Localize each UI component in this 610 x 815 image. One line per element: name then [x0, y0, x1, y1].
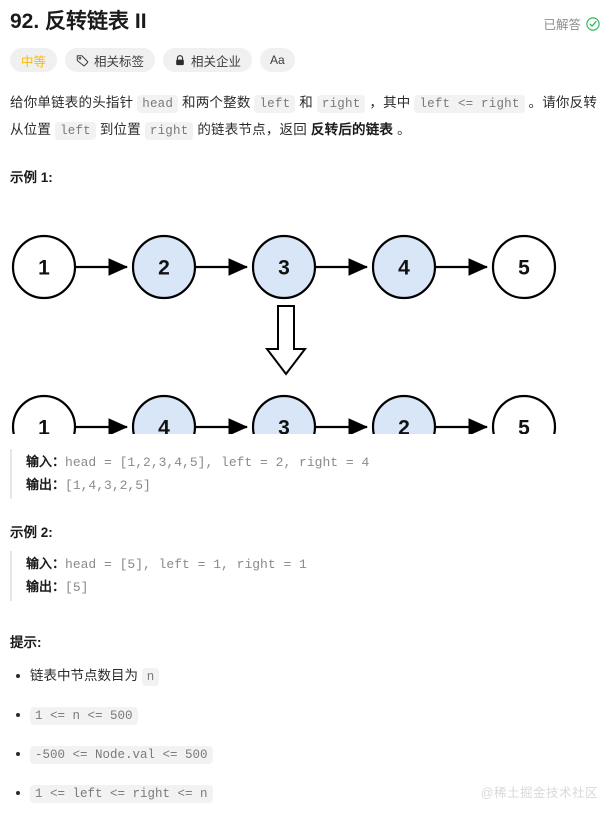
desc-emphasis: 反转后的链表	[310, 122, 394, 137]
hint-code: -500 <= Node.val <= 500	[30, 746, 213, 764]
desc-text-5: 。请你反转从位置	[10, 95, 598, 137]
hint-text: 链表中节点数目为	[30, 668, 142, 683]
example-1-input-value: head = [1,2,3,4,5], left = 2, right = 4	[65, 455, 370, 470]
list-node-value: 1	[38, 417, 50, 435]
solved-label: 已解答	[543, 18, 581, 32]
difficulty-chip-label: 中等	[21, 54, 47, 69]
list-node	[491, 234, 557, 300]
related-companies-chip-label: 相关企业	[191, 54, 242, 69]
hints-list: 链表中节点数目为 n 1 <= n <= 500 -500 <= Node.val …	[10, 665, 600, 805]
font-size-chip[interactable]: Aa	[260, 48, 295, 72]
example-1-output-label: 输出：	[26, 477, 66, 492]
inline-code-left-2: left	[55, 122, 96, 140]
down-arrow-icon	[264, 305, 308, 376]
example-1-output-value: [1,4,3,2,5]	[65, 478, 151, 493]
related-topics-chip[interactable]: 相关标签	[65, 48, 156, 72]
list-node	[131, 234, 197, 300]
example-2-block: 输入：head = [5], left = 1, right = 1 输出：[5…	[10, 551, 600, 601]
list-node-value: 3	[278, 417, 290, 435]
inline-code-constraint: left <= right	[414, 95, 525, 113]
desc-text-1: 给你单链表的头指针	[10, 95, 138, 110]
hint-code: n	[141, 668, 160, 686]
font-size-chip-label: Aa	[270, 53, 285, 67]
desc-text-2: 和两个整数	[178, 95, 255, 110]
list-node	[11, 234, 77, 300]
linked-list-after-row: 1 4 3 2 5	[11, 394, 557, 460]
desc-text-7: 的链表节点，返回	[193, 122, 311, 137]
desc-text-3: 和	[295, 95, 317, 110]
hint-item: -500 <= Node.val <= 500	[10, 743, 600, 766]
example-1-heading: 示例 1:	[10, 170, 53, 185]
hint-item: 1 <= n <= 500	[10, 704, 600, 727]
list-node-value: 1	[38, 257, 50, 280]
problem-description: 给你单链表的头指针 head 和两个整数 left 和 right ，其中 le…	[10, 90, 600, 144]
related-topics-chip-label: 相关标签	[94, 54, 145, 69]
hints-heading: 提示:	[10, 635, 42, 650]
list-node	[251, 234, 317, 300]
related-companies-chip[interactable]: 相关企业	[163, 48, 253, 72]
inline-code-left: left	[254, 95, 296, 113]
list-node-value: 2	[398, 417, 410, 435]
watermark: @稀土掘金技术社区	[480, 786, 598, 800]
example-1-input-label: 输入：	[26, 454, 66, 469]
list-node	[371, 234, 437, 300]
list-node-value: 5	[518, 417, 530, 435]
hint-item: 链表中节点数目为 n	[10, 665, 600, 688]
hint-item: 1 <= left <= right <= n	[10, 782, 600, 805]
inline-code-head: head	[137, 95, 179, 113]
linked-list-diagram: 1 2 3 4 5 1 4 3 2 5	[6, 194, 600, 460]
linked-list-svg: 1 2 3 4 5 1 4 3 2 5	[11, 234, 557, 460]
desc-text-4: ，其中	[365, 95, 415, 110]
example-2-output-value: [5]	[65, 580, 89, 595]
example-2-heading: 示例 2:	[10, 525, 53, 540]
page-title: 92. 反转链表 II	[10, 10, 147, 33]
list-node-value: 2	[158, 257, 170, 280]
chip-row: 中等 相关标签 相关企业 Aa	[10, 48, 600, 72]
list-node-value: 4	[398, 257, 410, 280]
linked-list-before-row: 1 2 3 4 5	[11, 234, 557, 300]
list-node-value: 5	[518, 257, 530, 280]
example-2-input-label: 输入：	[26, 556, 66, 571]
difficulty-chip[interactable]: 中等	[10, 48, 58, 72]
header: 92. 反转链表 II 已解答	[10, 0, 600, 36]
example-2-input-value: head = [5], left = 1, right = 1	[65, 557, 307, 572]
example-1-input-line: 输入：head = [1,2,3,4,5], left = 2, right =…	[26, 451, 600, 474]
solved-status: 已解答	[543, 8, 600, 33]
example-1-block: 输入：head = [1,2,3,4,5], left = 2, right =…	[10, 449, 600, 499]
inline-code-right-2: right	[144, 122, 194, 140]
example-2-output-line: 输出：[5]	[26, 576, 600, 599]
example-1-output-line: 输出：[1,4,3,2,5]	[26, 474, 600, 497]
list-node-value: 4	[158, 417, 170, 435]
example-2-output-label: 输出：	[26, 579, 66, 594]
lock-icon	[174, 54, 186, 67]
example-2-input-line: 输入：head = [5], left = 1, right = 1	[26, 553, 600, 576]
desc-text-8: 。	[393, 122, 411, 137]
tag-icon	[76, 54, 89, 67]
inline-code-right: right	[316, 95, 366, 113]
check-circle-icon	[586, 16, 600, 31]
hint-code: 1 <= n <= 500	[30, 707, 138, 725]
list-node-value: 3	[278, 257, 290, 280]
desc-text-6: 到位置	[95, 122, 145, 137]
hint-code: 1 <= left <= right <= n	[30, 785, 213, 803]
